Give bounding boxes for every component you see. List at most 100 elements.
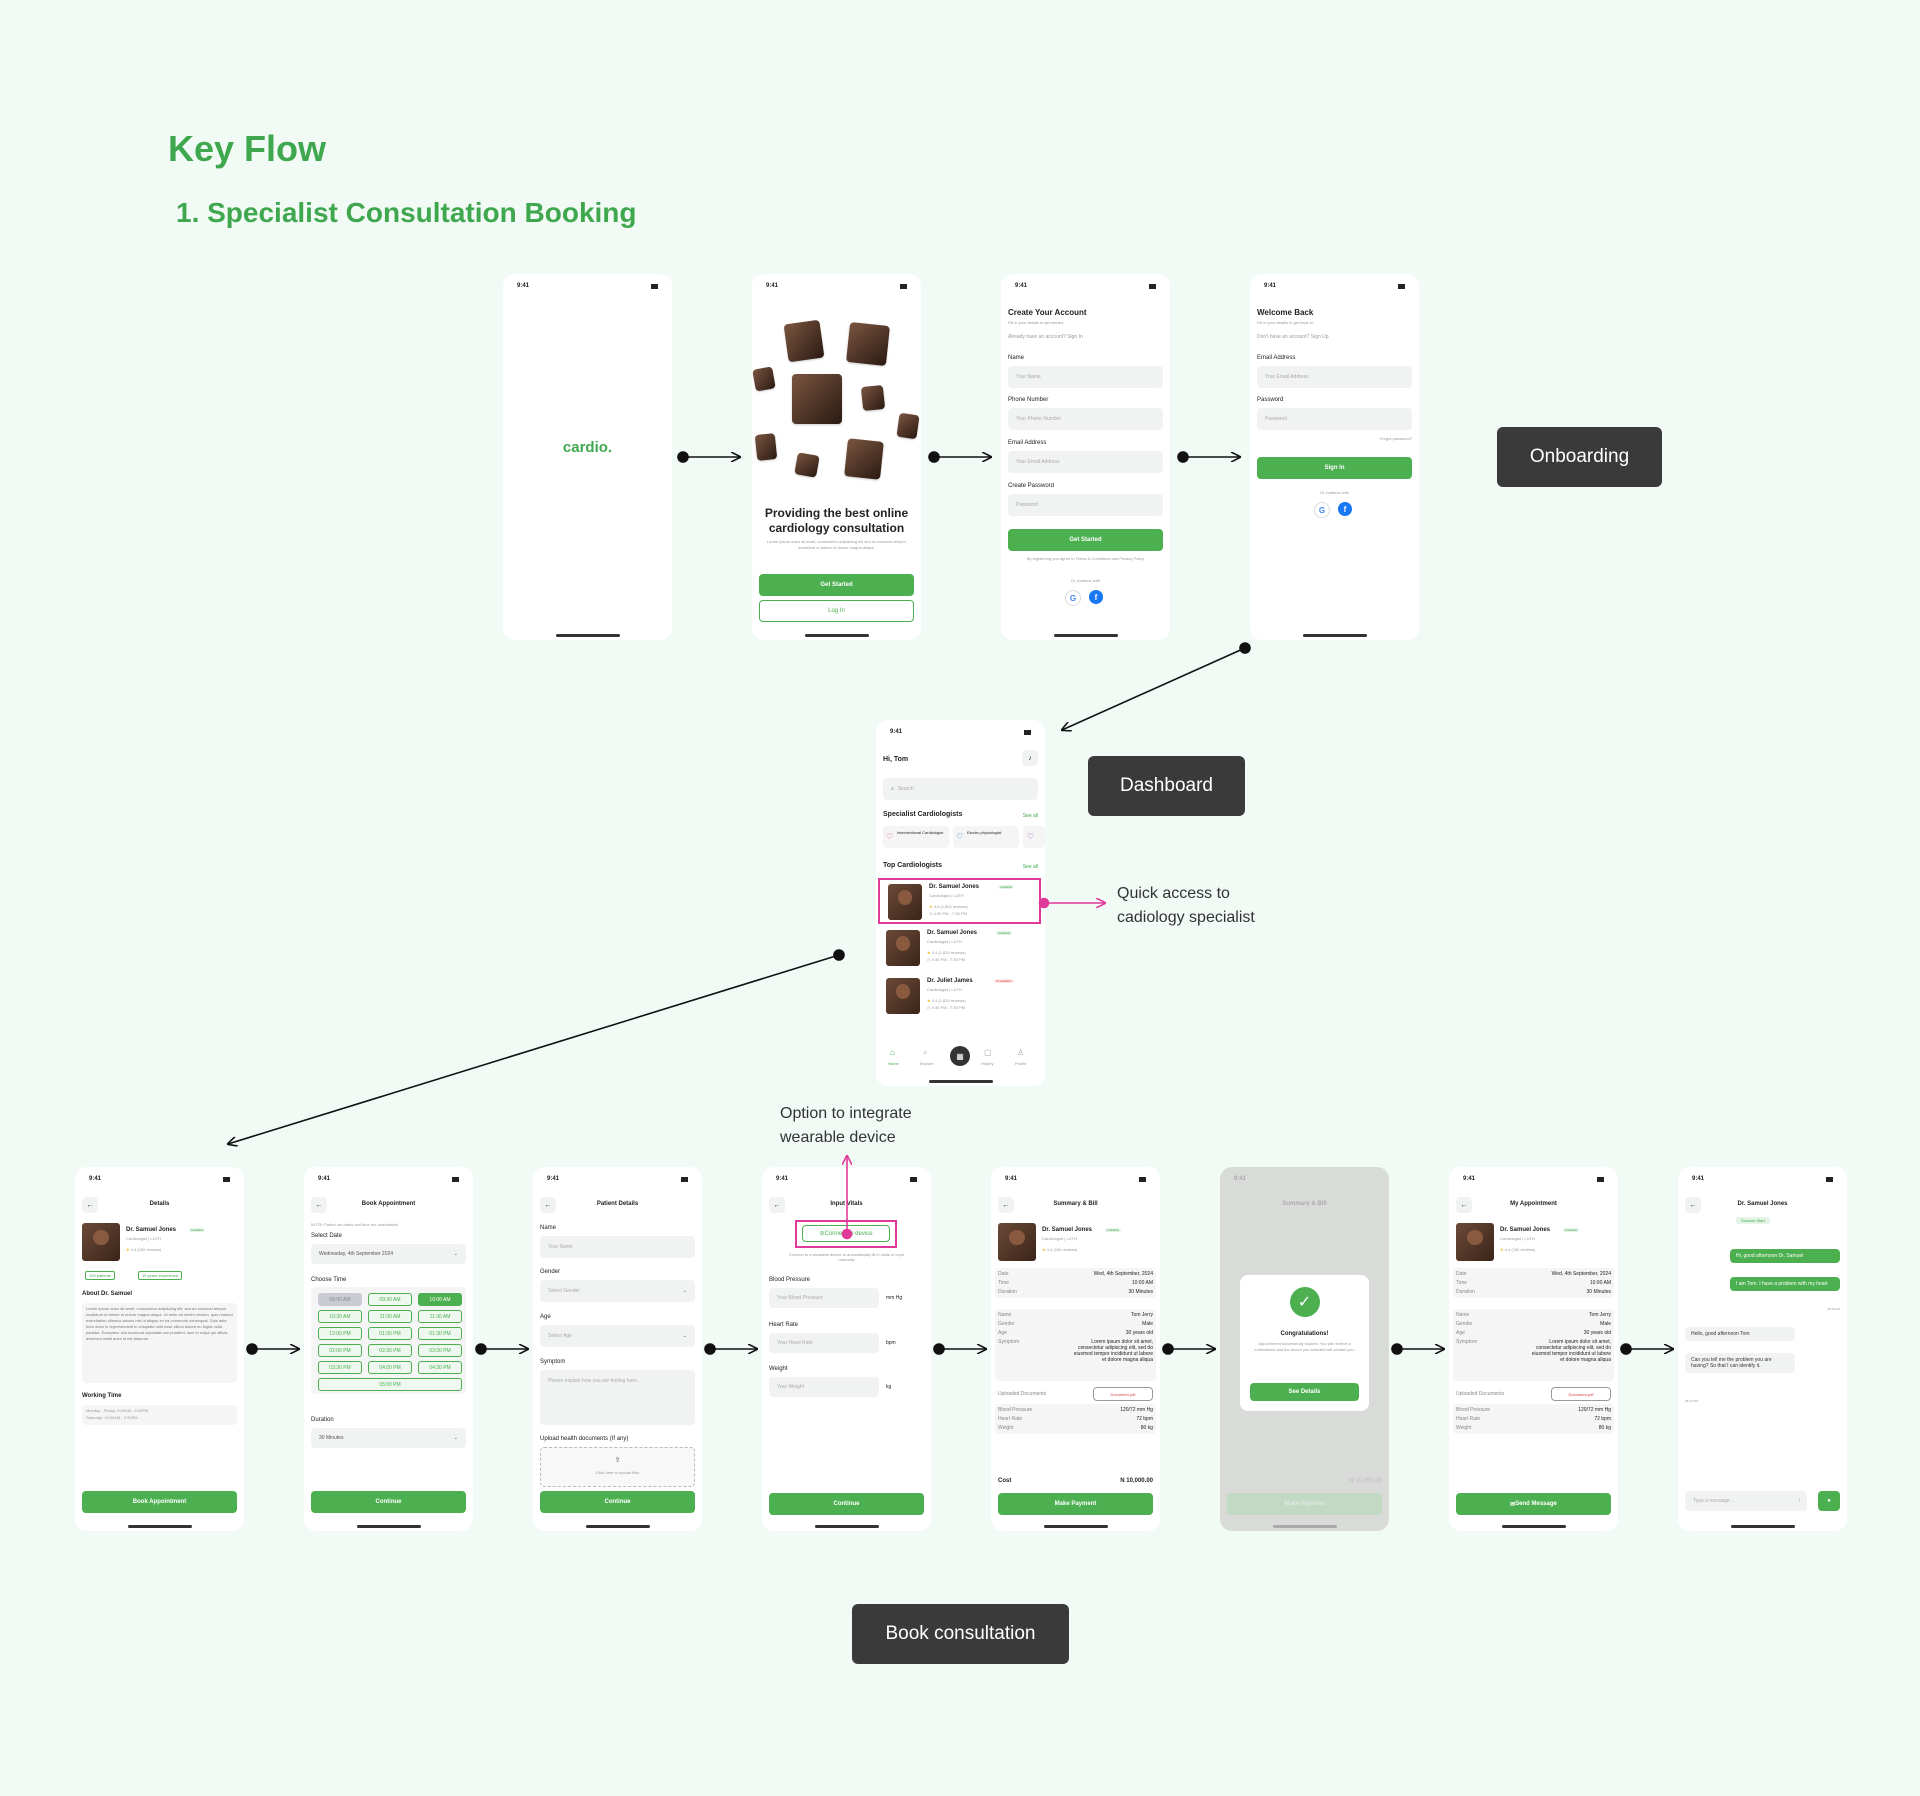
explore-icon[interactable]: ⌕ — [923, 1048, 928, 1057]
specialist-chip[interactable]: ♡ Electro physiologist — [953, 826, 1019, 848]
time-slot[interactable]: 05:00 PM — [318, 1378, 462, 1391]
see-all-top[interactable]: See all — [1022, 864, 1038, 870]
signin-button[interactable]: Sign In — [1257, 457, 1412, 479]
password-input[interactable]: Password — [1008, 494, 1163, 516]
specialist-chip[interactable]: ♡ — [1023, 826, 1045, 848]
attach-icon[interactable]: ⌇ — [1798, 1498, 1801, 1504]
time-slot[interactable]: 02:00 PM — [318, 1344, 362, 1357]
password-input[interactable]: Password — [1257, 408, 1412, 430]
facebook-icon[interactable]: f — [1338, 502, 1352, 516]
back-arrow-icon[interactable]: ← — [540, 1197, 556, 1213]
bell-icon[interactable]: ♪ — [1022, 750, 1038, 766]
time-slot[interactable]: 02:30 PM — [368, 1344, 412, 1357]
back-arrow-icon[interactable]: ← — [82, 1197, 98, 1213]
time-slot[interactable]: 10:30 AM — [318, 1310, 362, 1323]
back-arrow-icon[interactable]: ← — [1456, 1197, 1472, 1213]
continue-button[interactable]: Continue — [769, 1493, 924, 1515]
star-icon: ★ — [126, 1247, 131, 1252]
time-slot[interactable]: 09:00 AM — [318, 1293, 362, 1306]
background-title: Summary & Bill — [1282, 1201, 1327, 1207]
specialist-chip[interactable]: ♡ Interventional Cardiologist — [883, 826, 949, 848]
time-slot[interactable]: 03:30 PM — [318, 1361, 362, 1374]
back-arrow-icon[interactable]: ← — [998, 1197, 1014, 1213]
continue-button[interactable]: Continue — [311, 1491, 466, 1513]
log-in-button[interactable]: Log In — [759, 600, 914, 622]
profile-icon[interactable]: ♙ — [1017, 1048, 1025, 1057]
book-appointment-button[interactable]: Book Appointment — [82, 1491, 237, 1513]
weight-input[interactable]: Your Weight — [769, 1377, 879, 1397]
status-bar: 9:41 — [517, 283, 658, 293]
document-file-icon[interactable]: Document.pdf — [1093, 1387, 1153, 1401]
hr-input[interactable]: Your Heart Rate — [769, 1333, 879, 1353]
bp-input[interactable]: Your Blood Pressure — [769, 1288, 879, 1308]
nav-history[interactable]: History — [981, 1061, 994, 1066]
upload-dropzone[interactable]: ⇪ Click here to upload files — [540, 1447, 695, 1487]
google-icon[interactable]: G — [1065, 590, 1081, 606]
see-all-specialists[interactable]: See all — [1022, 813, 1038, 819]
back-arrow-icon[interactable]: ← — [1685, 1197, 1701, 1213]
nav-profile[interactable]: Profile — [1015, 1061, 1027, 1066]
see-details-button[interactable]: See Details — [1250, 1383, 1359, 1401]
summary-value: 30 Minutes — [1586, 1289, 1611, 1295]
time-slot[interactable]: 03:00 PM — [418, 1344, 462, 1357]
chip-label: Interventional Cardiologist — [897, 830, 944, 835]
time-slot[interactable]: 09:30 AM — [368, 1293, 412, 1306]
home-indicator — [1501, 1525, 1566, 1528]
home-indicator — [1730, 1525, 1795, 1528]
document-file-icon[interactable]: Document.pdf — [1551, 1387, 1611, 1401]
back-arrow-icon[interactable]: ← — [769, 1197, 785, 1213]
search-input[interactable]: ⌕Search — [883, 778, 1038, 800]
continue-button[interactable]: Continue — [540, 1491, 695, 1513]
signup-button[interactable]: Get Started — [1008, 529, 1163, 551]
message-input[interactable]: Type a message ...⌇ — [1685, 1491, 1807, 1511]
name-input[interactable]: Your Name — [540, 1236, 695, 1258]
time-slot[interactable]: 04:30 PM — [418, 1361, 462, 1374]
time-slot[interactable]: 10:00 AM — [418, 1293, 462, 1306]
home-icon[interactable]: ⌂ — [890, 1048, 895, 1057]
nav-home[interactable]: Home — [888, 1061, 899, 1066]
time-slot[interactable]: 11:00 AM — [368, 1310, 412, 1323]
doctor-card[interactable]: Dr. Samuel Jones Available Cardiologist … — [878, 926, 1041, 972]
send-message-button[interactable]: ✉ Send Message — [1456, 1493, 1611, 1515]
time-slot[interactable]: 01:00 PM — [368, 1327, 412, 1340]
phone-input[interactable]: Your Phone Number — [1008, 408, 1163, 430]
doctor-rating: ★ 4.4 (150 reviews) — [126, 1247, 161, 1252]
summary-value: 30 Minutes — [1128, 1289, 1153, 1295]
name-input[interactable]: Your Name — [1008, 366, 1163, 388]
signin-link[interactable]: Already have an account? Sign In — [1008, 334, 1083, 340]
age-select[interactable]: Select Age⌄ — [540, 1325, 695, 1347]
summary-value: 120/72 mm Hg — [1578, 1407, 1611, 1413]
dashboard-label: Dashboard — [1088, 756, 1245, 816]
time-slot[interactable]: 04:00 PM — [368, 1361, 412, 1374]
time-slot[interactable]: 11:30 AM — [418, 1310, 462, 1323]
time-slot[interactable]: 01:30 PM — [418, 1327, 462, 1340]
facebook-icon[interactable]: f — [1089, 590, 1103, 604]
gender-select[interactable]: Select Gender⌄ — [540, 1280, 695, 1302]
mic-icon[interactable]: ● — [1818, 1491, 1840, 1511]
message-time: 08:43 PM — [1827, 1307, 1840, 1311]
status-bar: 9:41 — [1463, 1176, 1604, 1186]
calendar-icon[interactable]: ▦ — [950, 1046, 970, 1066]
signup-link[interactable]: Don't have an account? Sign Up — [1257, 334, 1329, 340]
rating-text: 4.4 (1,820 reviews) — [933, 904, 968, 909]
summary-card — [1453, 1309, 1614, 1381]
history-icon[interactable]: ▢ — [984, 1048, 992, 1057]
time-slot[interactable]: 12:00 PM — [318, 1327, 362, 1340]
doctor-card-highlighted[interactable]: Dr. Samuel Jones Available Cardiologist … — [878, 878, 1041, 924]
message-icon: ✉ — [1510, 1501, 1516, 1508]
get-started-button[interactable]: Get Started — [759, 574, 914, 596]
annotation-arrows — [841, 897, 1106, 1240]
forgot-password-link[interactable]: Forgot password? — [1379, 436, 1412, 441]
email-input[interactable]: Your Email Address — [1257, 366, 1412, 388]
nav-explore[interactable]: Explore — [920, 1061, 934, 1066]
make-payment-button[interactable]: Make Payment — [998, 1493, 1153, 1515]
duration-select[interactable]: 30 Minutes⌄ — [311, 1428, 466, 1448]
doctor-name: Dr. Samuel Jones — [927, 930, 978, 936]
duration-value: 30 Minutes — [319, 1435, 344, 1441]
email-input[interactable]: Your Email Address — [1008, 451, 1163, 473]
back-arrow-icon[interactable]: ← — [311, 1197, 327, 1213]
symptom-textarea[interactable]: Please explain how you are feeling here.… — [540, 1370, 695, 1425]
doctor-card[interactable]: Dr. Juliet James Unavailable Cardiologis… — [878, 974, 1041, 1020]
google-icon[interactable]: G — [1314, 502, 1330, 518]
date-select[interactable]: Wednesday, 4th September 2024⌄ — [311, 1244, 466, 1264]
